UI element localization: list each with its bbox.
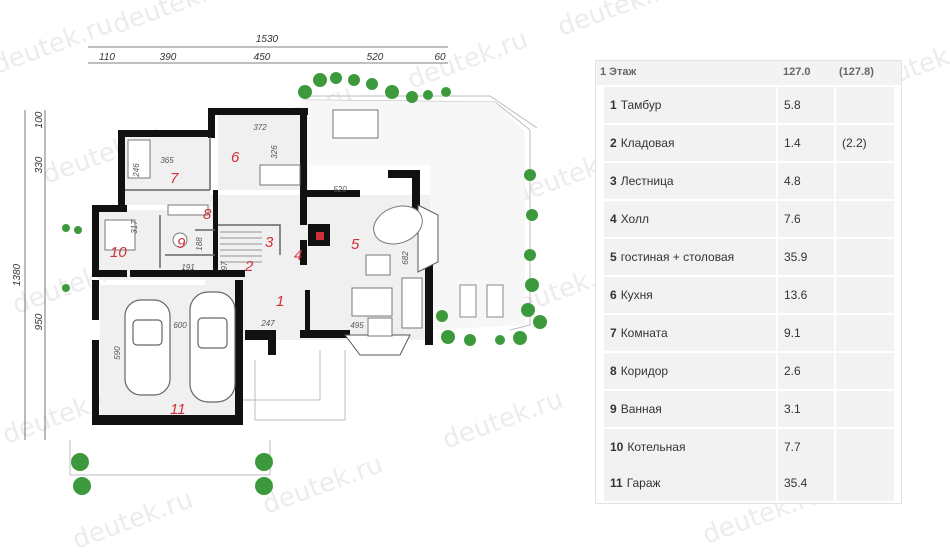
floor-label: 1 Этаж — [600, 66, 637, 78]
dim-total-width: 1530 — [256, 34, 279, 45]
inner-dimension-labels: 372 365 326 246 520 317 188 191 97 682 6… — [113, 123, 410, 360]
svg-text:600: 600 — [173, 321, 187, 330]
room-number: 5 — [351, 236, 360, 253]
svg-text:246: 246 — [132, 163, 141, 178]
dim-left: 950 — [34, 313, 45, 330]
furniture — [104, 109, 423, 337]
svg-text:326: 326 — [270, 145, 279, 159]
garden-chairs — [459, 284, 504, 318]
dim-top: 60 — [434, 52, 446, 63]
room-number: 6 — [231, 149, 240, 166]
svg-text:495: 495 — [350, 321, 364, 330]
room-number: 8 — [203, 206, 212, 223]
bay-window — [344, 204, 439, 356]
svg-text:372: 372 — [253, 123, 267, 132]
total-area: 127.0 — [783, 66, 811, 78]
stairs — [220, 231, 262, 263]
svg-text:682: 682 — [401, 251, 410, 265]
dim-top: 450 — [254, 52, 271, 63]
total-area-alt: (127.8) — [839, 66, 874, 78]
svg-text:247: 247 — [260, 319, 275, 328]
terrace-outline — [69, 95, 538, 476]
dim-top: 520 — [367, 52, 384, 63]
room-number: 7 — [170, 170, 179, 187]
svg-text:590: 590 — [113, 346, 122, 360]
dim-left: 1380 — [12, 263, 23, 286]
walls — [92, 108, 433, 425]
svg-text:520: 520 — [333, 185, 347, 194]
fireplace — [308, 224, 330, 246]
dim-left: 330 — [34, 156, 45, 173]
room-number: 3 — [265, 234, 274, 251]
partitions — [125, 137, 281, 268]
dimension-labels: 1530 110 390 450 520 60 1380 100 330 950 — [12, 34, 446, 330]
svg-text:188: 188 — [195, 237, 204, 251]
svg-text:317: 317 — [130, 220, 139, 234]
svg-text:97: 97 — [220, 261, 229, 270]
room-numbers: 1 2 3 4 5 6 7 8 9 10 11 — [110, 149, 360, 418]
terrace-area — [300, 100, 525, 330]
floor-plan: 1530 110 390 450 520 60 1380 100 330 950… — [12, 34, 547, 495]
svg-text:365: 365 — [160, 156, 174, 165]
room-number: 9 — [177, 235, 186, 252]
room-number: 11 — [170, 401, 186, 418]
garage-cars — [124, 291, 236, 403]
plants — [62, 72, 547, 495]
dim-top: 390 — [160, 52, 177, 63]
table-header: 1 Этаж 127.0 (127.8) — [596, 61, 901, 85]
room-number: 4 — [294, 247, 302, 264]
room-number: 2 — [244, 258, 254, 275]
room-number: 10 — [110, 244, 127, 261]
svg-text:191: 191 — [181, 263, 194, 272]
room-number: 1 — [276, 293, 284, 310]
dim-left: 100 — [34, 111, 45, 128]
dimension-lines — [24, 46, 448, 440]
dim-top: 110 — [99, 52, 115, 63]
